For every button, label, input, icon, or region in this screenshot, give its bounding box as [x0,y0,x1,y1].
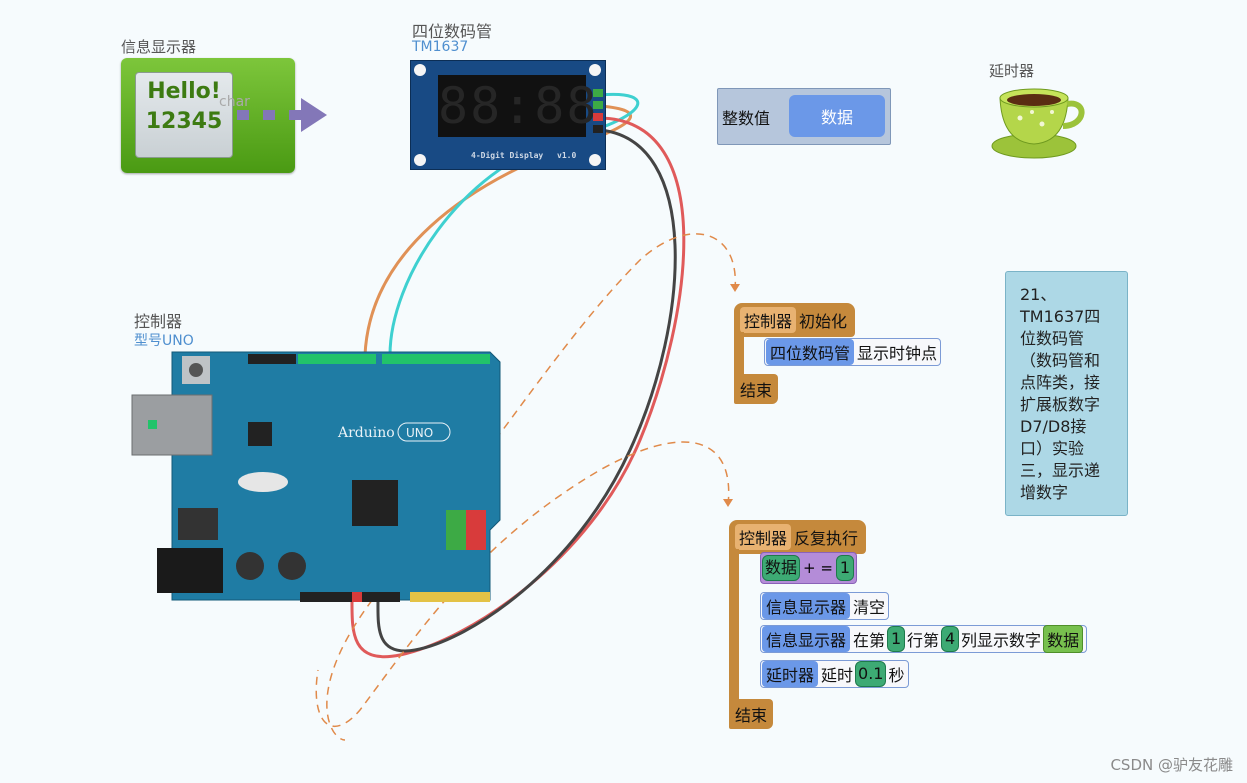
show-number-var[interactable]: 数据 [1043,625,1084,653]
mount-hole [589,64,601,76]
init-statement-block[interactable]: 四位数码管 显示时钟点 [764,338,942,366]
controller-model: 型号UNO [134,333,194,349]
init-statement-text: 显示时钟点 [857,344,938,363]
board-caption: 4-Digit Display [471,151,544,160]
increment-var[interactable]: 数据 [762,555,801,581]
init-module-tag: 控制器 [740,307,797,333]
mount-hole [414,154,426,166]
seg-display-label: 四位数码管 [412,22,493,41]
init-end-block[interactable]: 结束 [734,374,779,404]
seg-window: 88:88 [438,75,599,137]
info-display-tag: 信息显示器 [762,626,851,652]
mount-hole [589,154,601,166]
experiment-note[interactable]: 21、 TM1637四 位数码管 （数码管和 点阵类，接 扩展板数字 D7/D8… [1005,271,1128,516]
teacup-icon[interactable] [990,82,1090,162]
svg-text:UNO: UNO [406,426,433,440]
increment-operator: + = [803,559,833,577]
mount-hole [414,64,426,76]
delay-seconds-value[interactable]: 0.1 [855,661,887,687]
loop-action: 反复执行 [794,529,859,548]
increment-value[interactable]: 1 [835,555,854,581]
loop-module-tag: 控制器 [735,524,792,550]
char-port-label: char [219,94,250,110]
arrowhead-loop [723,499,733,507]
loop-block-spine [729,549,739,701]
output-arrow-icon [237,98,327,132]
seg-display-tag: 四位数码管 [766,339,855,365]
delay-text-1: 延时 [821,666,854,685]
pin-dio [593,101,603,109]
watermark: CSDN @驴友花雕 [1110,756,1233,774]
pin-gnd [593,125,603,133]
arduino-uno-board[interactable]: Arduino UNO [130,350,505,612]
init-hat-block[interactable]: 控制器 初始化 [734,303,856,337]
variable-type-label: 整数值 [722,109,771,128]
delay-label: 延时器 [989,62,1035,80]
delay-block[interactable]: 延时器 延时 0.1 秒 [760,660,909,688]
loop-hat-block[interactable]: 控制器 反复执行 [729,520,867,554]
delay-text-2: 秒 [888,666,905,685]
show-number-text-1: 在第 [853,631,886,650]
loop-end-block[interactable]: 结束 [729,699,774,729]
init-block-spine [734,332,744,376]
controller-label: 控制器 [134,312,183,331]
column-value[interactable]: 4 [941,626,960,652]
increment-block[interactable]: 数据 + = 1 [760,552,857,584]
wire-red [350,116,686,659]
arrowhead-init [730,284,740,292]
info-display-tag: 信息显示器 [762,593,851,619]
delay-tag: 延时器 [762,661,819,687]
integer-variable[interactable]: 整数值 数据 [717,88,891,145]
show-number-text-3: 列显示数字 [961,631,1042,650]
info-display-label: 信息显示器 [121,38,197,56]
flow-connector-init [326,233,736,741]
seg-digits: 88:88 [438,77,599,135]
lcd-line-2: 12345 [145,109,223,134]
pin-clk [593,89,603,97]
clear-text: 清空 [853,598,886,617]
svg-text:Arduino: Arduino [337,425,395,441]
pin-vcc [593,113,603,121]
clear-display-block[interactable]: 信息显示器 清空 [760,592,890,620]
wire-black [376,128,677,653]
variable-name-button[interactable]: 数据 [789,95,885,137]
row-value[interactable]: 1 [887,626,906,652]
board-version: v1.0 [557,151,577,160]
show-number-text-2: 行第 [907,631,940,650]
lcd-line-1: Hello! [147,79,221,104]
seg-display-model: TM1637 [412,39,469,55]
show-number-block[interactable]: 信息显示器 在第 1 行第 4 列显示数字 数据 [760,625,1088,653]
init-action: 初始化 [799,312,848,331]
seg-display-module[interactable]: 88:88 4-Digit Display v1.0 [410,60,606,170]
lcd-screen: Hello! 12345 [135,72,233,158]
